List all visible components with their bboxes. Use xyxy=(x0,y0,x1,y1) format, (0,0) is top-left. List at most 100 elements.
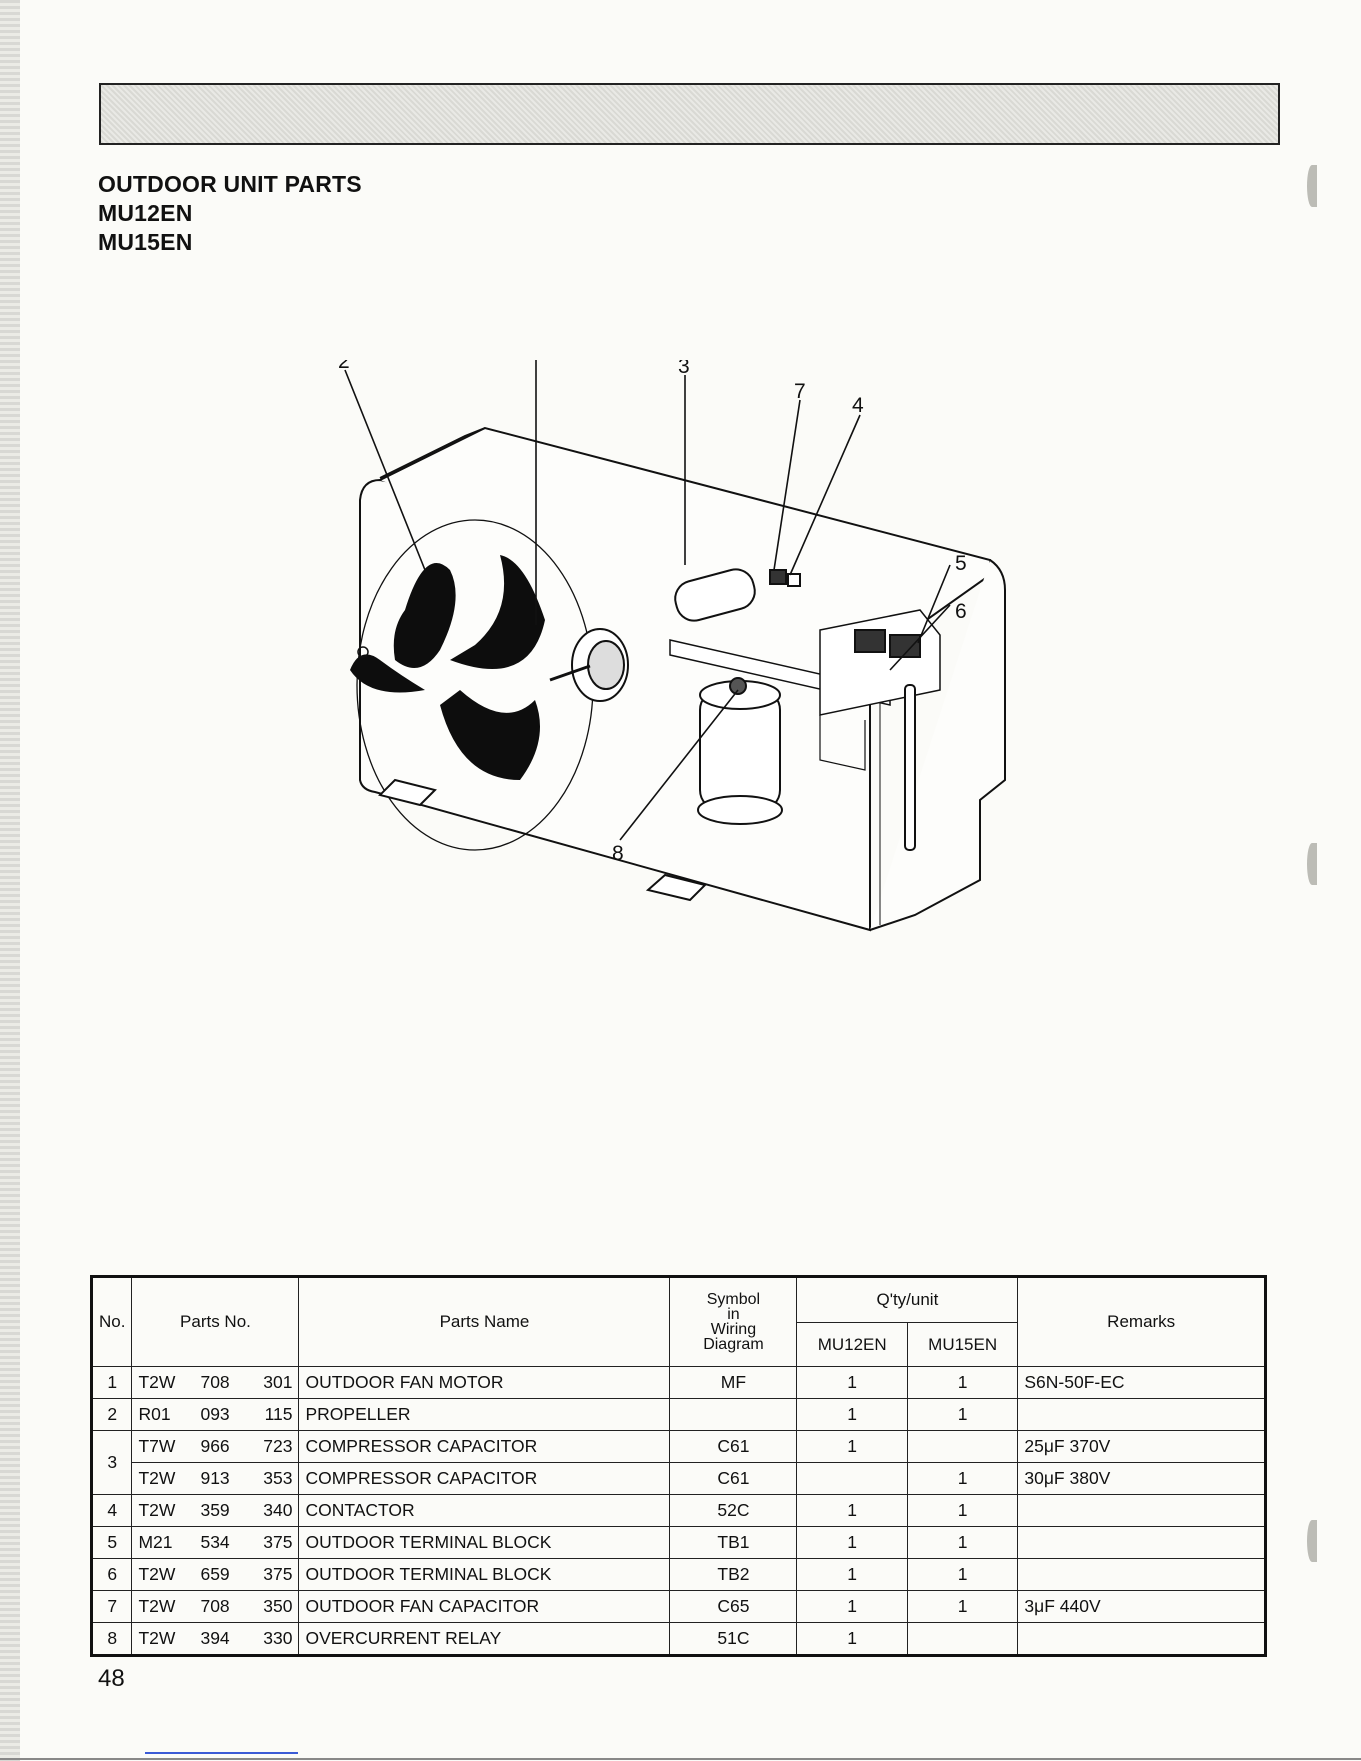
parts-no-mid: 966 xyxy=(200,1436,230,1456)
row-qty-b: 1 xyxy=(906,1558,1019,1591)
parts-no-mid: 708 xyxy=(200,1596,230,1616)
parts-table: No. Parts No. Parts Name Symbol in Wirin… xyxy=(90,1275,1267,1657)
parts-no-prefix: T2W xyxy=(138,1468,176,1488)
callout-7: 7 xyxy=(794,380,806,403)
parts-no-suffix: 350 xyxy=(263,1596,293,1616)
col-header-symbol: Symbol in Wiring Diagram xyxy=(669,1276,798,1367)
row-symbol: C61 xyxy=(669,1462,798,1495)
row-qty-b: 1 xyxy=(906,1526,1019,1559)
row-qty-a: 1 xyxy=(796,1494,908,1527)
row-parts-name: OUTDOOR FAN MOTOR xyxy=(298,1366,671,1399)
parts-no-suffix: 115 xyxy=(264,1404,293,1424)
row-parts-name: COMPRESSOR CAPACITOR xyxy=(298,1430,671,1463)
col-header-model-a: MU12EN xyxy=(796,1322,908,1367)
col-header-parts-name: Parts Name xyxy=(298,1276,671,1367)
parts-no-prefix: M21 xyxy=(138,1532,173,1552)
footer-link-rule xyxy=(145,1752,298,1754)
row-parts-name: PROPELLER xyxy=(298,1398,671,1431)
parts-no-mid: 659 xyxy=(200,1564,230,1584)
row-parts-name: OVERCURRENT RELAY xyxy=(298,1622,671,1656)
row-qty-a: 1 xyxy=(796,1526,908,1559)
scan-edge-mark xyxy=(1307,1520,1317,1562)
row-symbol: TB2 xyxy=(669,1558,798,1591)
parts-no-suffix: 353 xyxy=(263,1468,293,1488)
row-no: 5 xyxy=(90,1526,133,1559)
parts-no-suffix: 723 xyxy=(263,1436,293,1456)
callout-3: 3 xyxy=(678,360,690,378)
header-band xyxy=(99,83,1280,145)
parts-no-suffix: 330 xyxy=(263,1628,293,1648)
row-remarks: S6N-50F-EC xyxy=(1017,1366,1266,1399)
callout-4: 4 xyxy=(852,394,864,417)
row-parts-no: T7W 966 723 xyxy=(131,1430,300,1463)
row-qty-a: 1 xyxy=(796,1366,908,1399)
parts-no-suffix: 340 xyxy=(263,1500,293,1520)
row-remarks xyxy=(1017,1622,1266,1656)
row-parts-name: COMPRESSOR CAPACITOR xyxy=(298,1462,671,1495)
row-qty-a: 1 xyxy=(796,1430,908,1463)
outdoor-unit-diagram: 1 2 3 4 5 6 7 8 xyxy=(338,360,1006,932)
parts-no-mid: 394 xyxy=(200,1628,230,1648)
row-qty-b xyxy=(906,1430,1019,1463)
parts-no-prefix: T2W xyxy=(138,1500,176,1520)
row-qty-b: 1 xyxy=(906,1494,1019,1527)
row-parts-no: T2W 394 330 xyxy=(131,1622,300,1656)
row-no: 1 xyxy=(90,1366,133,1399)
row-qty-b: 1 xyxy=(906,1366,1019,1399)
row-qty-a: 1 xyxy=(796,1590,908,1623)
model-label: MU15EN xyxy=(98,229,193,255)
parts-no-prefix: T7W xyxy=(138,1436,176,1456)
col-header-parts-no: Parts No. xyxy=(131,1276,300,1367)
col-header-no: No. xyxy=(90,1276,133,1367)
symbol-header-line: in xyxy=(727,1306,740,1323)
parts-no-prefix: T2W xyxy=(138,1628,176,1648)
row-no: 7 xyxy=(90,1590,133,1623)
row-remarks xyxy=(1017,1494,1266,1527)
callout-5: 5 xyxy=(955,552,967,575)
row-parts-name: OUTDOOR FAN CAPACITOR xyxy=(298,1590,671,1623)
parts-no-mid: 093 xyxy=(200,1404,230,1424)
row-qty-a: 1 xyxy=(796,1398,908,1431)
title-block: OUTDOOR UNIT PARTS MU12EN MU15EN xyxy=(98,170,362,257)
row-symbol: 51C xyxy=(669,1622,798,1656)
col-header-model-b: MU15EN xyxy=(906,1322,1019,1367)
row-no: 4 xyxy=(90,1494,133,1527)
row-symbol: MF xyxy=(669,1366,798,1399)
page-title: OUTDOOR UNIT PARTS xyxy=(98,171,362,197)
callout-8: 8 xyxy=(612,842,624,865)
parts-no-mid: 708 xyxy=(200,1372,230,1392)
parts-no-prefix: T2W xyxy=(138,1372,176,1392)
col-header-qty: Q'ty/unit xyxy=(796,1276,1019,1323)
row-remarks xyxy=(1017,1526,1266,1559)
row-remarks: 3μF 440V xyxy=(1017,1590,1266,1623)
bottom-rule xyxy=(0,1758,1361,1760)
row-remarks xyxy=(1017,1398,1266,1431)
callout-2: 2 xyxy=(338,360,350,373)
row-symbol xyxy=(669,1398,798,1431)
row-qty-a xyxy=(796,1462,908,1495)
row-no: 6 xyxy=(90,1558,133,1591)
scan-edge-mark xyxy=(1307,843,1317,885)
symbol-header-line: Wiring xyxy=(710,1321,757,1338)
row-symbol: 52C xyxy=(669,1494,798,1527)
row-qty-a: 1 xyxy=(796,1622,908,1656)
row-parts-name: CONTACTOR xyxy=(298,1494,671,1527)
row-symbol: C61 xyxy=(669,1430,798,1463)
row-qty-a: 1 xyxy=(796,1558,908,1591)
row-symbol: TB1 xyxy=(669,1526,798,1559)
parts-no-suffix: 375 xyxy=(263,1564,293,1584)
